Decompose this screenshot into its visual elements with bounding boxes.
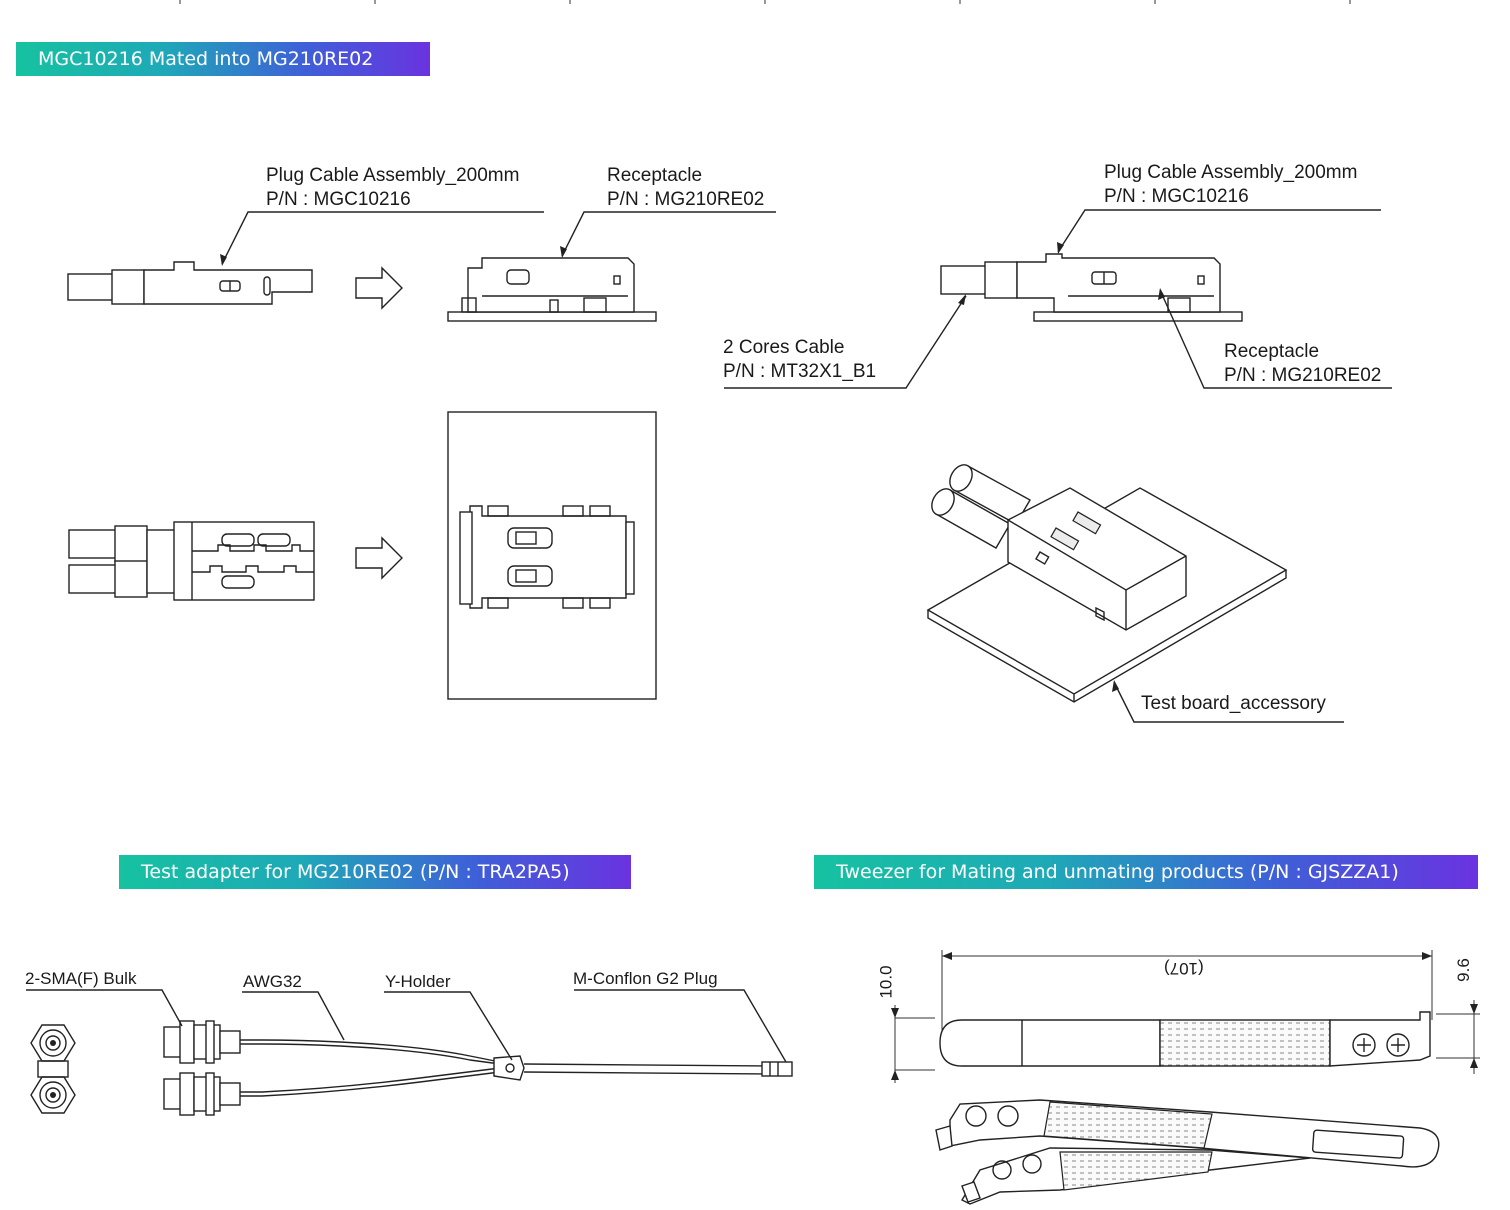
- yholder-label: Y-Holder: [385, 972, 451, 991]
- plug-right-pn-label: P/N : MGC10216: [1104, 186, 1249, 207]
- cable-pn-label: P/N : MT32X1_B1: [723, 361, 877, 382]
- receptacle-top-view: [459, 505, 635, 609]
- tweezer-length-dim: (107): [1164, 959, 1204, 978]
- leader-awg: [242, 991, 345, 1041]
- leader-cable: [724, 295, 967, 389]
- plug-label: M-Conflon G2 Plug: [573, 969, 718, 988]
- leader-sma: [26, 989, 183, 1027]
- arrow-right-icon: [355, 536, 403, 580]
- receptacle-top-pn-label: P/N : MG210RE02: [607, 189, 765, 210]
- section-banner-test-adapter: Test adapter for MG210RE02 (P/N : TRA2PA…: [119, 855, 631, 889]
- tweezer-dimension-lines: [891, 950, 1480, 1083]
- plug-left-name-label: Plug Cable Assembly_200mm: [266, 165, 520, 186]
- tweezer-open-view: [935, 1099, 1440, 1205]
- leader-plug-right: [1057, 209, 1381, 253]
- adapter-cables: [240, 1039, 793, 1097]
- section-banner-mated: MGC10216 Mated into MG210RE02: [16, 42, 430, 76]
- plug-left-pn-label: P/N : MGC10216: [266, 189, 411, 210]
- top-border-ticks: [179, 0, 1351, 4]
- leader-yholder: [384, 991, 513, 1061]
- leader-test-board: [1113, 681, 1344, 723]
- isometric-test-board: [926, 464, 1288, 703]
- arrow-right-icon: [355, 266, 403, 310]
- receptacle-right-pn-label: P/N : MG210RE02: [1224, 365, 1382, 386]
- plug-side-view: [67, 261, 313, 305]
- receptacle-right-name-label: Receptacle: [1224, 341, 1320, 362]
- leader-receptacle-top: [561, 211, 776, 257]
- sma-side-views: [163, 1020, 241, 1116]
- tweezer-flat-view: [939, 1011, 1431, 1067]
- tweezer-height-dim: 10.0: [876, 965, 896, 999]
- tweezer-tip-dim: 9.6: [1453, 958, 1473, 982]
- sma-front-views: [30, 1024, 76, 1114]
- leader-plug: [574, 989, 787, 1063]
- plug-right-name-label: Plug Cable Assembly_200mm: [1104, 162, 1358, 183]
- receptacle-top-name-label: Receptacle: [607, 165, 703, 186]
- cable-name-label: 2 Cores Cable: [723, 337, 845, 358]
- awg-label: AWG32: [243, 972, 302, 991]
- section-banner-tweezer: Tweezer for Mating and unmating products…: [814, 855, 1478, 889]
- receptacle-side-view: [447, 257, 657, 322]
- test-board-label: Test board_accessory: [1141, 693, 1326, 714]
- leader-receptacle-right: [1159, 289, 1392, 389]
- leader-plug-left: [221, 211, 544, 265]
- plug-top-view: [68, 521, 315, 601]
- mated-side-view: [940, 253, 1243, 322]
- receptacle-top-frame: [447, 411, 657, 700]
- sma-label: 2-SMA(F) Bulk: [25, 969, 137, 988]
